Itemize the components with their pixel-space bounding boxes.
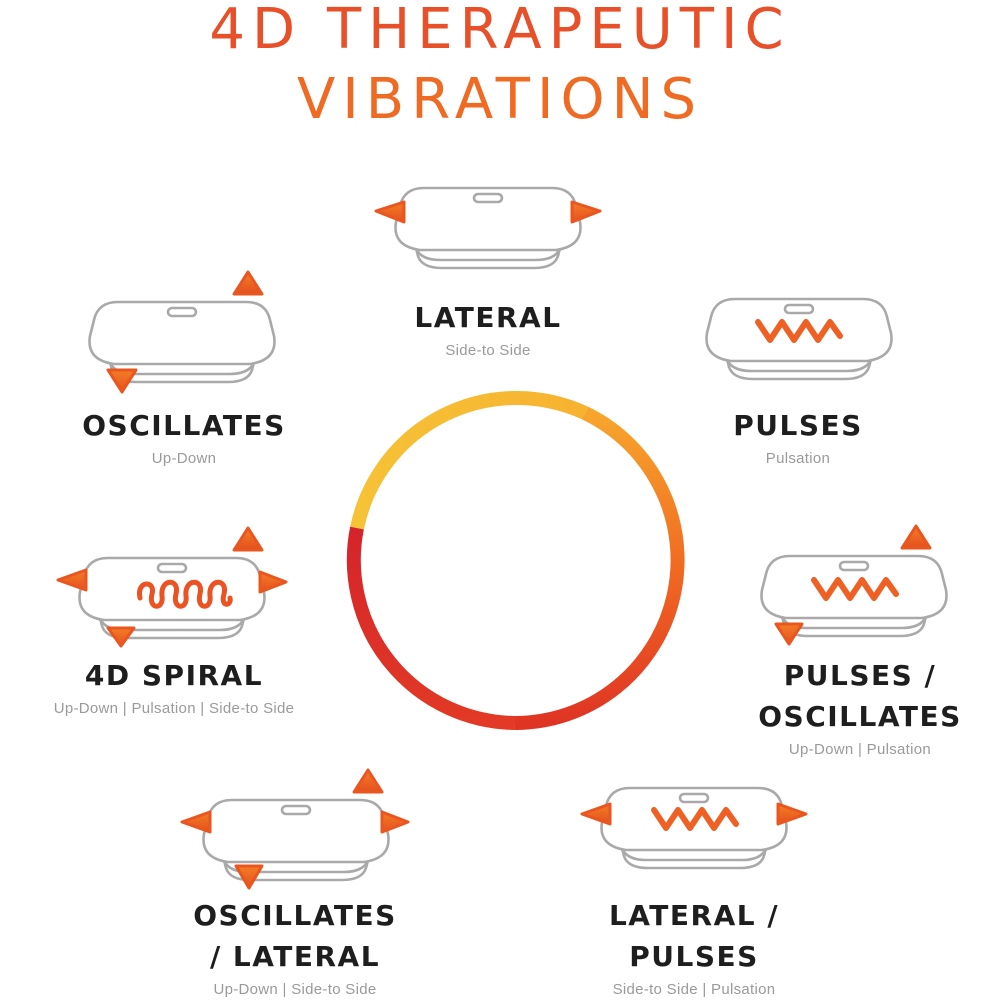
mode-spiral: 4D SPIRAL Up-Down | Pulsation | Side-to …: [24, 655, 324, 720]
title-line-2: VIBRATIONS: [296, 67, 704, 132]
pulses-oscillates-platform-icon: [760, 524, 948, 646]
mode-oscillates: OSCILLATES Up-Down: [64, 405, 304, 470]
up-motion-marker-icon: [232, 270, 264, 296]
left-motion-marker-icon: [56, 568, 88, 592]
up-motion-marker-icon: [900, 524, 932, 550]
right-motion-marker-icon: [258, 570, 288, 594]
title-line-1: 4D THERAPEUTIC: [209, 0, 791, 62]
left-motion-marker-icon: [180, 810, 212, 834]
mode-lateral-pulses: LATERAL / PULSES Side-to Side | Pulsatio…: [564, 895, 824, 1000]
down-motion-marker-icon: [106, 626, 136, 648]
zigzag-wave-icon: [755, 319, 843, 343]
up-motion-marker-icon: [352, 768, 384, 794]
mode-description: Up-Down | Side-to Side: [213, 981, 377, 998]
oscillates-platform-icon: [88, 270, 276, 394]
down-motion-marker-icon: [106, 368, 138, 394]
mode-pulses: PULSES Pulsation: [698, 405, 898, 470]
mode-name: OSCILLATES: [82, 409, 286, 442]
mode-name-line-2: / LATERAL: [209, 940, 381, 973]
left-motion-marker-icon: [580, 802, 612, 826]
mode-name-line-2: OSCILLATES: [758, 700, 962, 733]
up-motion-marker-icon: [232, 526, 264, 552]
center-ring: [346, 390, 685, 730]
zigzag-wave-icon: [811, 577, 899, 601]
mode-name-line-1: LATERAL /: [608, 899, 780, 932]
mode-name: LATERAL: [414, 301, 562, 334]
mode-description: Side-to Side: [445, 342, 531, 359]
right-motion-marker-icon: [570, 200, 602, 224]
mode-oscillates-lateral: OSCILLATES / LATERAL Up-Down | Side-to S…: [165, 895, 425, 1000]
down-motion-marker-icon: [234, 864, 264, 890]
mode-description: Up-Down | Pulsation: [788, 741, 932, 758]
mode-description: Side-to Side | Pulsation: [612, 981, 776, 998]
down-motion-marker-icon: [774, 622, 804, 646]
mode-name: 4D SPIRAL: [84, 659, 264, 692]
lateral-platform-icon: [374, 186, 602, 270]
spiral-platform-icon: [56, 526, 288, 648]
mode-pulses-oscillates: PULSES / OSCILLATES Up-Down | Pulsation: [730, 655, 990, 761]
right-motion-marker-icon: [380, 810, 410, 834]
right-motion-marker-icon: [776, 802, 808, 826]
zigzag-wave-icon: [651, 807, 739, 831]
mode-description: Up-Down | Pulsation | Side-to Side: [53, 700, 295, 717]
lateral-pulses-platform-icon: [580, 786, 808, 870]
mode-description: Up-Down: [151, 450, 217, 467]
mode-lateral: LATERAL Side-to Side: [388, 297, 588, 362]
mode-name-line-2: PULSES: [629, 940, 759, 973]
mode-description: Pulsation: [765, 450, 831, 467]
spiral-coil-icon: [137, 579, 233, 609]
left-motion-marker-icon: [374, 200, 406, 224]
mode-name-line-1: PULSES /: [783, 659, 937, 692]
oscillates-lateral-platform-icon: [180, 768, 410, 890]
pulses-platform-icon: [705, 297, 893, 381]
mode-name: PULSES: [733, 409, 863, 442]
mode-name-line-1: OSCILLATES: [193, 899, 397, 932]
